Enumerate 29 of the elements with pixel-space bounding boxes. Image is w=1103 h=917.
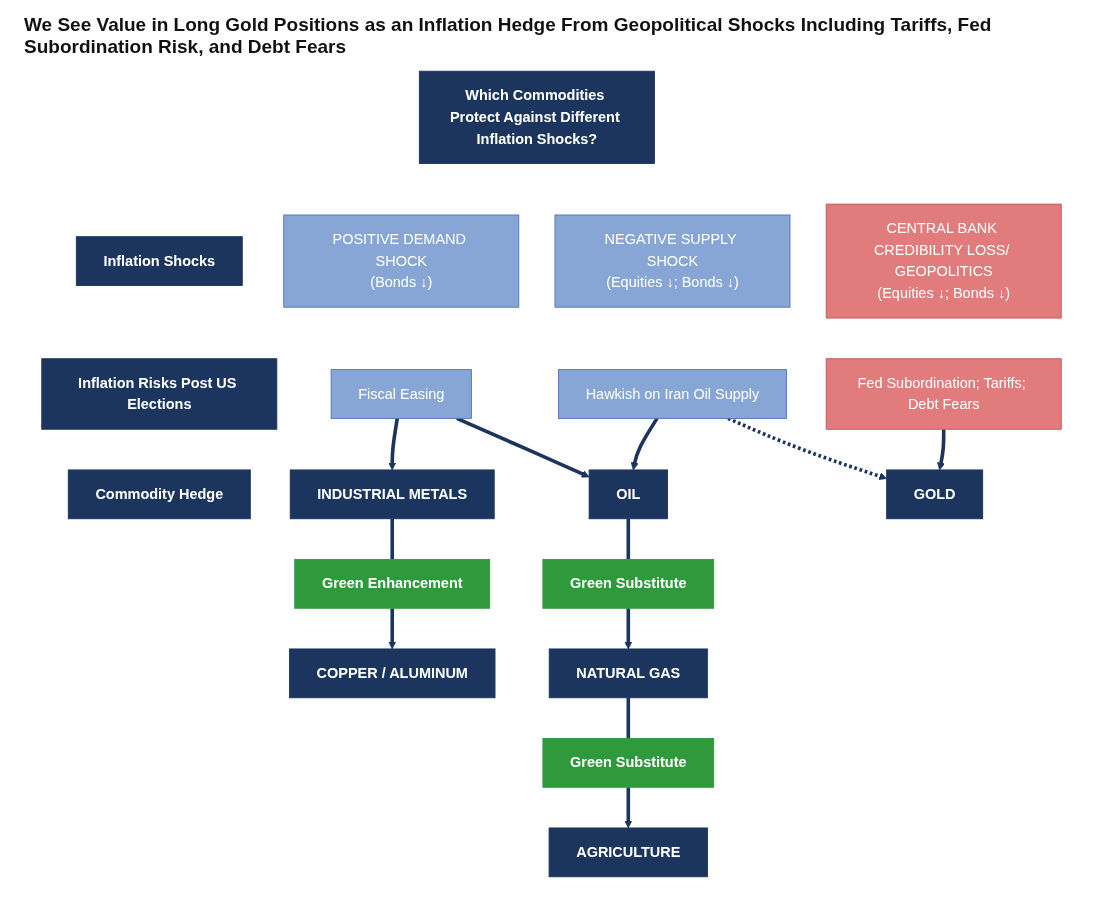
connector [390,518,395,560]
node-box: Fed Subordination; Tariffs; Debt Fears [825,358,1062,430]
node-box: Which Commodities Protect Against Different Inflation Shocks? [418,70,655,164]
arrow [388,608,397,650]
arrow [937,429,946,471]
arrow [630,417,659,471]
node-box: GOLD [886,469,984,520]
node-box: OIL [588,469,668,520]
arrow [624,787,633,829]
connector [626,518,631,560]
node-box: CENTRAL BANK CREDIBILITY LOSS/ GEOPOLITICS (Equities ↓; Bonds ↓) [825,203,1062,319]
node-box: Inflation Shocks [75,236,243,286]
node-box: Green Substitute [542,559,715,609]
node-box: AGRICULTURE [548,827,708,878]
node-box: NEGATIVE SUPPLY SHOCK (Equities ↓; Bonds ↓) [554,214,791,308]
node-box: Fiscal Easing [330,369,472,419]
node-box: Commodity Hedge [67,469,251,520]
node-box: COPPER / ALUMINUM [288,648,496,699]
node-box: Inflation Risks Post US Elections [41,358,278,430]
node-box: Green Enhancement [294,559,491,609]
node-box: Hawkish on Iran Oil Supply [558,369,787,419]
node-box: INDUSTRIAL METALS [289,469,495,520]
node-box: POSITIVE DEMAND SHOCK (Bonds ↓) [283,214,520,308]
connector [626,697,631,739]
arrow [624,608,633,650]
node-box: NATURAL GAS [548,648,708,699]
arrow [388,418,400,471]
chart-title: We See Value in Long Gold Positions as an Inflation Hedge From Geopolitical Shocks Including Tariffs, Fed Subordination Risk, and Debt Fears [23,13,993,59]
node-box: Green Substitute [542,738,715,788]
